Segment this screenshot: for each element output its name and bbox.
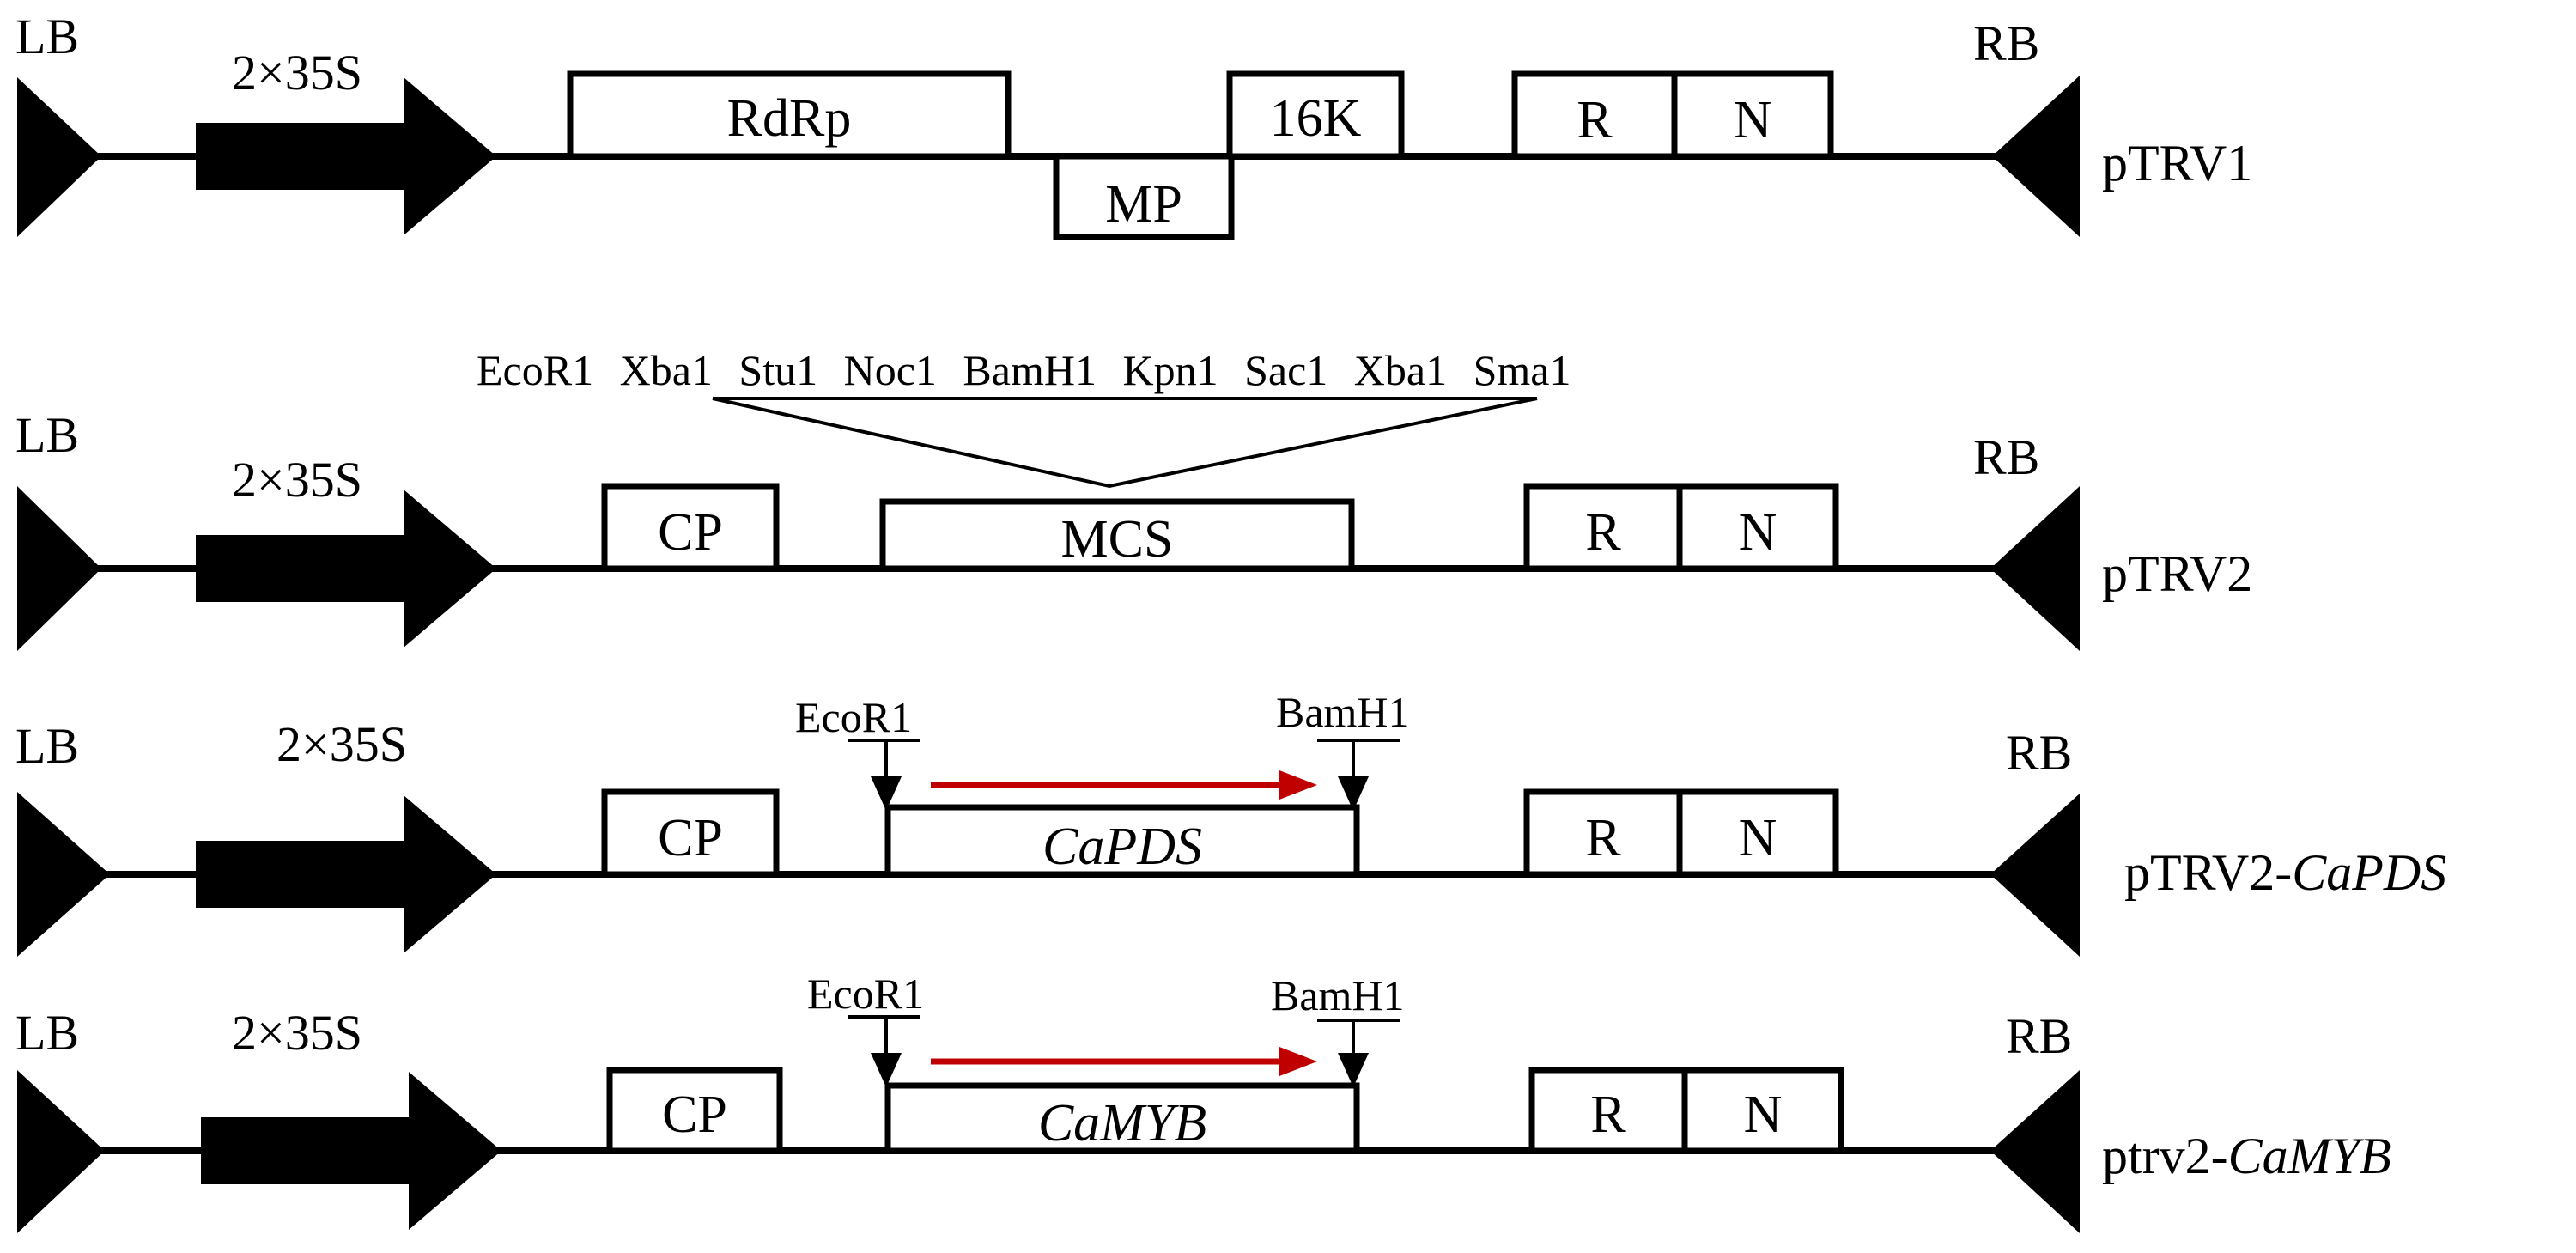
right-border-triangle <box>1990 794 2080 957</box>
construct-name-prefix: pTRV2- <box>2124 844 2292 901</box>
cp-label: CP <box>658 503 723 562</box>
promoter-arrow <box>196 490 496 648</box>
r-label: R <box>1577 91 1613 149</box>
r-box <box>1528 1067 1688 1154</box>
rb-label: RB <box>2006 1008 2072 1064</box>
rb-label: RB <box>2006 725 2072 781</box>
promoter-arrow <box>196 795 496 953</box>
n-label: N <box>1739 809 1777 867</box>
mcs-sites-label: EcoR1 Xba1 Stu1 Noc1 BamH1 Kpn1 Sac1 Xba… <box>477 346 1571 394</box>
insert-box <box>884 1082 1360 1154</box>
rb-label: RB <box>1973 15 2039 71</box>
bamh1-site-marker <box>1338 776 1369 811</box>
bamh1-site-label: BamH1 <box>1271 971 1405 1019</box>
mp-label: MP <box>1105 175 1182 234</box>
rdrp-label: RdRp <box>727 89 852 148</box>
site-kpn1: Kpn1 <box>1122 346 1218 394</box>
cp-label: CP <box>662 1086 727 1144</box>
16k-box <box>1226 70 1405 160</box>
promoter-arrow <box>196 77 496 235</box>
orientation-arrow-head <box>1279 1047 1317 1076</box>
mcs-box <box>879 498 1355 572</box>
n-box <box>1676 788 1839 878</box>
promoter-label: 2×35S <box>232 45 362 100</box>
n-label: N <box>1744 1086 1783 1144</box>
construct-ptrv2-capds: LB 2×35S RB pTRV2-CaPDS CP CaPDS R N Eco… <box>15 688 2446 957</box>
site-bamh1: BamH1 <box>963 346 1097 394</box>
ecor1-site-marker <box>871 776 902 811</box>
cp-label: CP <box>658 809 723 867</box>
r-label: R <box>1590 1086 1626 1144</box>
n-label: N <box>1734 91 1772 149</box>
n-box <box>1681 1067 1844 1154</box>
cp-box <box>601 788 780 878</box>
orientation-arrow-head <box>1279 770 1317 800</box>
r-box <box>1523 788 1683 878</box>
lb-label: LB <box>15 9 79 64</box>
construct-ptrv2-camyb: LB 2×35S RB ptrv2-CaMYB CP CaMYB R N Eco… <box>15 970 2391 1233</box>
bamh1-site-marker <box>1338 1053 1369 1087</box>
n-box <box>1676 483 1839 572</box>
lb-label: LB <box>15 407 79 463</box>
ecor1-site-label: EcoR1 <box>795 693 912 741</box>
rb-label: RB <box>1973 429 2039 485</box>
cp-box <box>606 1067 783 1154</box>
mp-box <box>1053 153 1235 240</box>
mcs-expansion-lines <box>712 397 1538 489</box>
n-box <box>1671 70 1834 160</box>
site-noc1: Noc1 <box>844 346 937 394</box>
right-border-triangle <box>1990 486 2080 651</box>
right-border-triangle <box>1990 1070 2080 1233</box>
construct-name-gene: CaMYB <box>2228 1128 2391 1184</box>
construct-name: pTRV1 <box>2102 135 2252 192</box>
rdrp-box <box>567 70 1012 160</box>
site-xba1-2: Xba1 <box>1354 346 1447 394</box>
mcs-label: MCS <box>1061 510 1174 569</box>
construct-name: pTRV2-CaPDS <box>2124 844 2446 901</box>
site-sac1: Sac1 <box>1244 346 1327 394</box>
construct-ptrv2: LB 2×35S RB pTRV2 EcoR1 Xba1 Stu1 Noc1 B… <box>15 346 2252 651</box>
bamh1-site-label: BamH1 <box>1276 688 1410 736</box>
promoter-label: 2×35S <box>276 716 407 772</box>
construct-name-prefix: ptrv2- <box>2102 1128 2228 1184</box>
ecor1-site-label: EcoR1 <box>807 970 924 1018</box>
lb-label: LB <box>15 718 79 774</box>
insert-box <box>884 804 1360 878</box>
left-border-triangle <box>17 1070 105 1233</box>
lb-label: LB <box>15 1005 79 1061</box>
site-stu1: Stu1 <box>738 346 817 394</box>
ecor1-site-marker <box>871 1053 902 1087</box>
r-label: R <box>1585 809 1621 867</box>
insert-label: CaPDS <box>1042 818 1202 876</box>
right-border-triangle <box>1992 76 2080 237</box>
promoter-label: 2×35S <box>232 452 362 508</box>
left-border-triangle <box>17 486 101 651</box>
left-border-triangle <box>17 792 110 957</box>
site-xba1: Xba1 <box>620 346 713 394</box>
n-label: N <box>1739 503 1777 562</box>
r-box <box>1523 483 1683 572</box>
construct-name: pTRV2 <box>2102 545 2252 602</box>
construct-name-gene: CaPDS <box>2292 844 2446 901</box>
site-ecor1: EcoR1 <box>477 346 593 394</box>
promoter-arrow <box>201 1072 501 1230</box>
construct-name: ptrv2-CaMYB <box>2102 1128 2391 1184</box>
insert-label: CaMYB <box>1038 1094 1206 1153</box>
left-border-triangle <box>17 77 101 237</box>
promoter-label: 2×35S <box>232 1005 362 1061</box>
cp-box <box>601 483 780 572</box>
16k-label: 16K <box>1270 89 1362 148</box>
r-label: R <box>1585 503 1621 562</box>
construct-ptrv1: LB 2×35S RB pTRV1 RdRp MP 16K R N <box>15 9 2252 240</box>
site-sma1: Sma1 <box>1473 346 1571 394</box>
